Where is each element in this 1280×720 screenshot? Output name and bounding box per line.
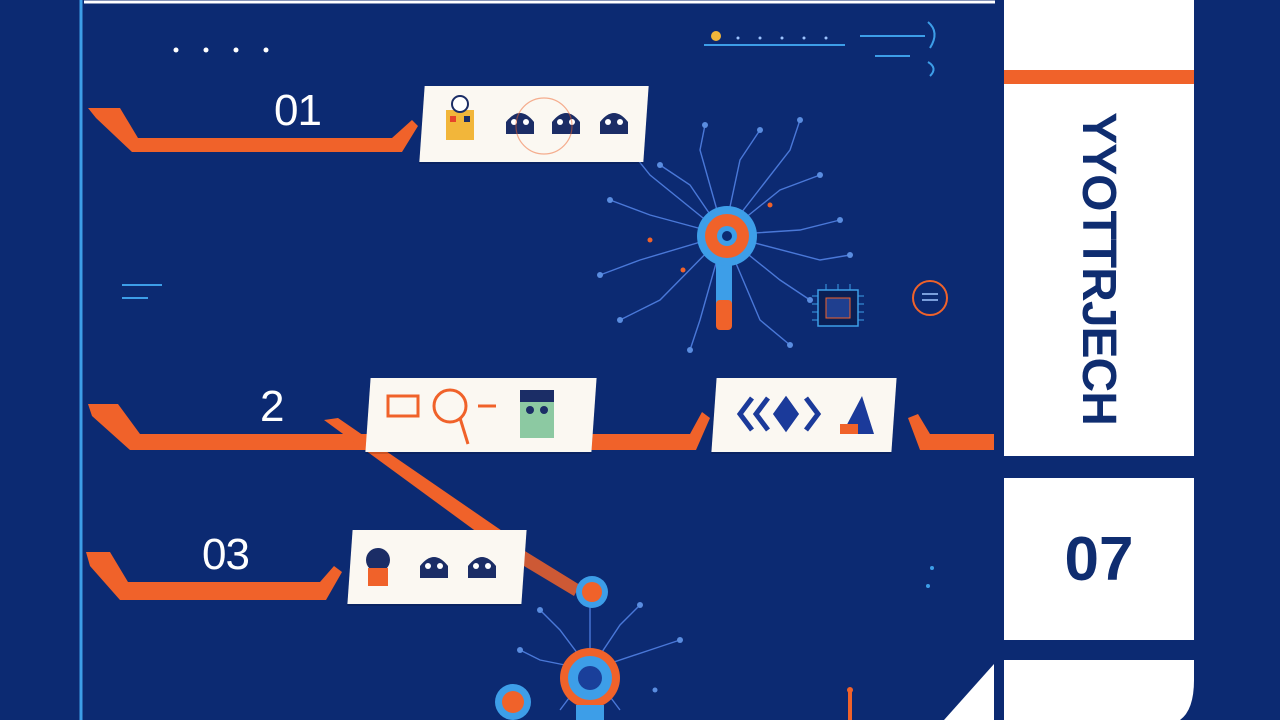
character-icon	[366, 548, 390, 586]
step-02-bracket	[88, 404, 385, 450]
slider-knob	[711, 31, 721, 41]
robot-icon	[446, 95, 474, 140]
step-03-illustrations	[366, 548, 496, 586]
step-02-bracket-right	[582, 412, 710, 450]
face-icon-2	[552, 113, 580, 134]
step-03-card	[347, 530, 527, 604]
step-01-card	[419, 86, 649, 162]
step-03-bracket	[86, 552, 342, 600]
face-icon-5	[468, 557, 496, 578]
dots-decoration	[173, 47, 269, 53]
step-03-number: 03	[202, 530, 250, 579]
dash-mark	[122, 284, 162, 299]
chip-icon	[812, 284, 864, 327]
step-02-bracket-end	[908, 414, 994, 450]
side-panel-title-text: YYOTTRJECH	[1071, 111, 1125, 425]
step-02b-illustrations	[736, 395, 874, 434]
triangle-icon	[840, 396, 874, 434]
step-02-card	[365, 378, 597, 452]
magnifier-icon	[386, 388, 496, 445]
face-icon-1	[506, 113, 534, 134]
step-02-number: 2	[260, 382, 285, 431]
step-02-illustrations	[386, 388, 554, 445]
step-01-illustrations	[446, 95, 628, 155]
circuit-nodes-orange	[647, 202, 773, 273]
robot-head-icon	[520, 390, 554, 438]
step-01-number: 01	[274, 86, 322, 135]
face-icon-3	[600, 113, 628, 134]
face-icon-4	[420, 557, 448, 578]
side-panel-number: 07	[1064, 524, 1134, 594]
code-brackets-icon	[736, 395, 822, 433]
side-panel-title: YYOTTRJECH	[1065, 112, 1131, 425]
pin-marker	[848, 690, 852, 720]
badge-icon	[912, 280, 948, 316]
step-01-bracket	[88, 108, 418, 152]
slider-ornament	[704, 21, 936, 77]
diagonal-connector-lower	[514, 548, 580, 596]
step-02b-card	[711, 378, 897, 452]
